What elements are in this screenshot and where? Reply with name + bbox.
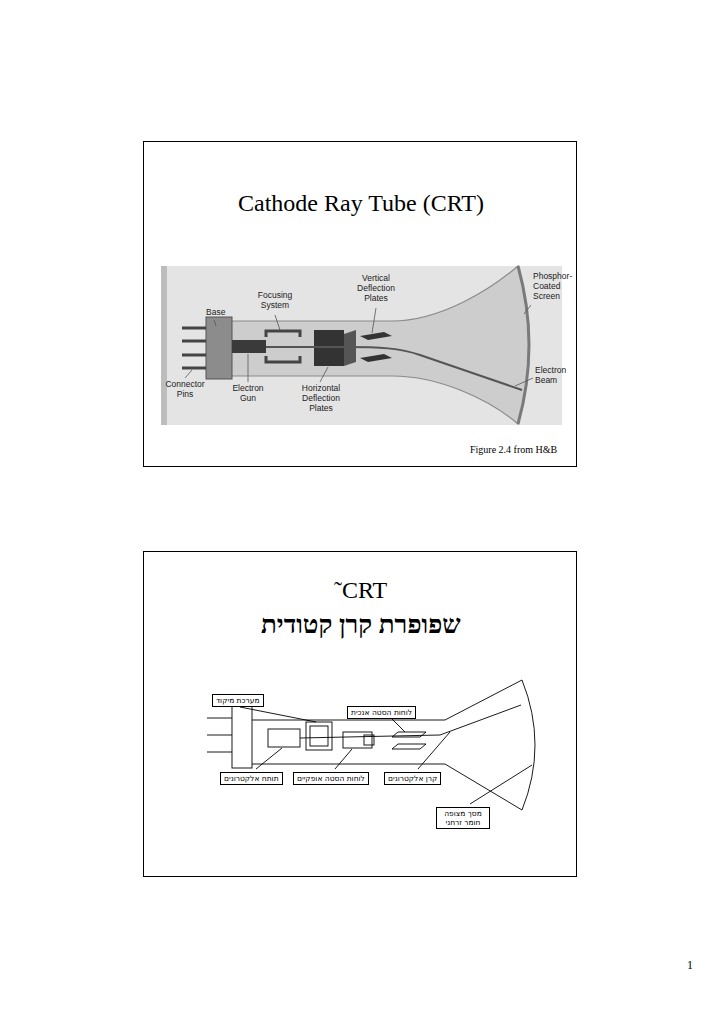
slide-title: ˜CRT [334, 577, 387, 604]
part-label: Electron Beam [535, 366, 575, 386]
phosphor-screen [518, 266, 529, 424]
callout-text: לוחות הסטה אופקיים [297, 774, 365, 783]
callout-box: לוחות הסטה אנכית [347, 706, 416, 719]
callout-text: תותח אלקטרונים [224, 774, 279, 783]
vertical-plate [360, 332, 392, 340]
connector-pins [182, 328, 206, 368]
electron-gun [232, 340, 266, 353]
slide-frame: ˜CRT שפופרת קרן קטודית מערכת מיקוד לוחות הס… [143, 551, 577, 877]
part-label: Horizontal Deflection Plates [292, 384, 350, 413]
figure-caption: Figure 2.4 from H&B [470, 444, 557, 455]
slide-frame: Cathode Ray Tube (CRT) Figure 2.4 from H&… [143, 141, 577, 467]
tube-base [206, 317, 232, 379]
page-number: 1 [680, 958, 700, 973]
crt-line-drawing [207, 680, 535, 810]
figure-ground [161, 266, 562, 425]
tube-body [230, 266, 529, 424]
figure-edge [161, 266, 167, 425]
callout-box: לוחות הסטה אופקיים [293, 772, 369, 785]
crt-figure [161, 266, 562, 425]
part-label: Focusing System [248, 291, 302, 311]
callout-text: מערכת מיקוד [216, 696, 260, 705]
callout-box: תותח אלקטרונים [220, 772, 283, 785]
leader-lines [185, 305, 533, 386]
vertical-plate [360, 354, 392, 362]
slide-title: Cathode Ray Tube (CRT) [238, 190, 484, 217]
part-label: Vertical Deflection Plates [352, 274, 400, 303]
callout-box: מסך מצופה חומר זרחני [436, 807, 490, 829]
part-label: Phosphor-Coated Screen [533, 272, 573, 301]
part-label: Base [206, 308, 236, 318]
callout-box: מערכת מיקוד [212, 694, 264, 707]
part-label: Electron Gun [226, 384, 270, 404]
part-label: Connector Pins [163, 380, 207, 400]
callout-text: מסך מצופה חומר זרחני [440, 809, 486, 827]
callout-text: לוחות הסטה אנכית [351, 708, 412, 717]
callout-text: קרן אלקטרונים [388, 774, 437, 783]
slide-subtitle: שפופרת קרן קטודית [261, 610, 461, 640]
callout-box: קרן אלקטרונים [384, 772, 441, 785]
